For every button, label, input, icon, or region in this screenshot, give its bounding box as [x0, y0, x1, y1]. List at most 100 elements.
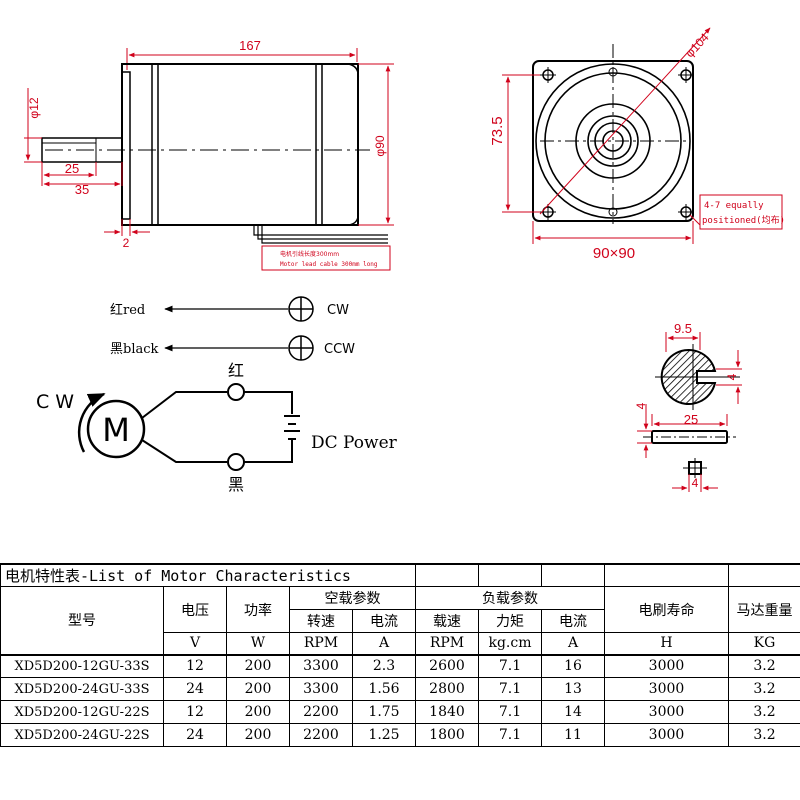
load-speed-cell: 2800	[415, 677, 479, 701]
model-cell: XD5D200-24GU-33S	[0, 677, 164, 701]
load-current-cell: 16	[541, 653, 605, 678]
voltage-cell: 12	[163, 653, 227, 678]
no-load-current-cell: 1.75	[352, 700, 416, 724]
header-power: 功率	[226, 586, 290, 633]
table-title: 电机特性表-List of Motor Characteristics	[0, 563, 416, 587]
shaft-length-dimension: 35	[75, 182, 89, 197]
side-view: 167 φ12 25 35 2	[24, 38, 394, 271]
voltage-cell: 12	[163, 700, 227, 724]
table-row: XD5D200-24GU-33S 24 200 3300 1.56 2800 7…	[0, 677, 800, 701]
header-current: 电流	[352, 609, 416, 633]
black-terminal	[227, 453, 245, 471]
motor-symbol	[86, 399, 146, 459]
unit-cell: RPM	[289, 632, 353, 655]
voltage-cell: 24	[163, 677, 227, 701]
unit-cell: A	[352, 632, 416, 655]
motor-characteristics-table: 电机特性表-List of Motor Characteristics 型号 电…	[0, 563, 800, 747]
body-diameter-dimension: φ90	[373, 135, 387, 156]
torque-cell: 7.1	[478, 677, 542, 701]
unit-cell: kg.cm	[478, 632, 542, 655]
ccw-label: CCW	[324, 342, 355, 357]
flat-width-dimension: 9.5	[674, 321, 692, 336]
flange-size-dimension: 90×90	[593, 245, 635, 262]
torque-cell: 7.1	[478, 653, 542, 678]
model-cell: XD5D200-12GU-33S	[0, 653, 164, 678]
load-speed-cell: 1800	[415, 723, 479, 747]
bolt-circle-dimension: φ104	[682, 30, 711, 60]
voltage-cell: 24	[163, 723, 227, 747]
power-cell: 200	[226, 677, 290, 701]
power-cell: 200	[226, 653, 290, 678]
key-length-dimension: 25	[684, 412, 698, 427]
header-speed: 转速	[289, 609, 353, 633]
torque-cell: 7.1	[478, 723, 542, 747]
load-current-cell: 11	[541, 723, 605, 747]
wire-legend: 红red CW 黑black CCW	[110, 296, 355, 361]
model-cell: XD5D200-12GU-22S	[0, 700, 164, 724]
key-thickness-dimension: 4	[634, 402, 648, 409]
brush-life-cell: 3000	[604, 723, 729, 747]
header-load-speed: 载速	[415, 609, 479, 633]
red-terminal-label: 红	[228, 361, 244, 380]
unit-cell: W	[226, 632, 290, 655]
shaft-diameter-dimension: φ12	[27, 97, 41, 118]
unit-cell: KG	[728, 632, 800, 655]
length-dimension: 167	[239, 38, 261, 53]
load-speed-cell: 1840	[415, 700, 479, 724]
header-load-current: 电流	[541, 609, 605, 633]
header-model: 型号	[0, 586, 164, 655]
no-load-speed-cell: 3300	[289, 677, 353, 701]
torque-cell: 7.1	[478, 700, 542, 724]
brush-life-cell: 3000	[604, 700, 729, 724]
unit-cell: H	[604, 632, 729, 655]
brush-life-cell: 3000	[604, 653, 729, 678]
wiring-diagram: C W M 红 黑 DC Power	[36, 361, 398, 494]
cw-label: CW	[327, 303, 349, 318]
key-width-dimension: 4	[692, 476, 699, 490]
unit-cell: A	[541, 632, 605, 655]
black-wire-label: 黑black	[110, 342, 159, 357]
weight-cell: 3.2	[728, 723, 800, 747]
rotation-label: C W	[36, 391, 74, 413]
unit-cell: RPM	[415, 632, 479, 655]
header-brush-life: 电刷寿命	[604, 586, 729, 633]
shaft-detail: 9.5 4 25 4 4	[634, 321, 742, 492]
red-wire-label: 红red	[110, 302, 145, 318]
power-cell: 200	[226, 723, 290, 747]
brush-life-cell: 3000	[604, 677, 729, 701]
table-row: XD5D200-24GU-22S 24 200 2200 1.25 1800 7…	[0, 723, 800, 747]
dc-power-label: DC Power	[311, 433, 398, 453]
weight-cell: 3.2	[728, 677, 800, 701]
load-current-cell: 14	[541, 700, 605, 724]
key-height-dimension: 4	[725, 373, 739, 380]
motor-flange	[121, 71, 131, 220]
header-voltage: 电压	[163, 586, 227, 633]
no-load-speed-cell: 2200	[289, 700, 353, 724]
header-no-load: 空载参数	[289, 586, 416, 610]
load-current-cell: 13	[541, 677, 605, 701]
cable-note-en: Motor lead cable 300mm long	[280, 261, 378, 268]
header-torque: 力矩	[478, 609, 542, 633]
holes-note-box	[699, 194, 783, 230]
rotation-arrow	[77, 392, 106, 453]
holes-note-line1: 4-7 equally	[704, 201, 764, 211]
holes-note-line2: positioned(均布)	[702, 214, 785, 226]
red-terminal	[227, 383, 245, 401]
motor-symbol-letter: M	[102, 411, 130, 449]
front-view: φ104 73.5 90×90 4-7 equally positioned(均…	[489, 27, 785, 262]
black-terminal-label: 黑	[228, 475, 244, 494]
shoulder-dimension: 2	[123, 236, 130, 250]
flat-length-dimension: 25	[65, 161, 79, 176]
no-load-current-cell: 1.56	[352, 677, 416, 701]
table-row: XD5D200-12GU-33S 12 200 3300 2.3 2600 7.…	[0, 653, 800, 678]
unit-cell: V	[163, 632, 227, 655]
technical-drawing: 167 φ12 25 35 2	[24, 27, 785, 494]
model-cell: XD5D200-24GU-22S	[0, 723, 164, 747]
center-height-dimension: 73.5	[489, 116, 506, 145]
no-load-speed-cell: 3300	[289, 653, 353, 678]
no-load-current-cell: 1.25	[352, 723, 416, 747]
header-weight: 马达重量	[728, 586, 800, 633]
header-load: 负载参数	[415, 586, 605, 610]
power-cell: 200	[226, 700, 290, 724]
load-speed-cell: 2600	[415, 653, 479, 678]
